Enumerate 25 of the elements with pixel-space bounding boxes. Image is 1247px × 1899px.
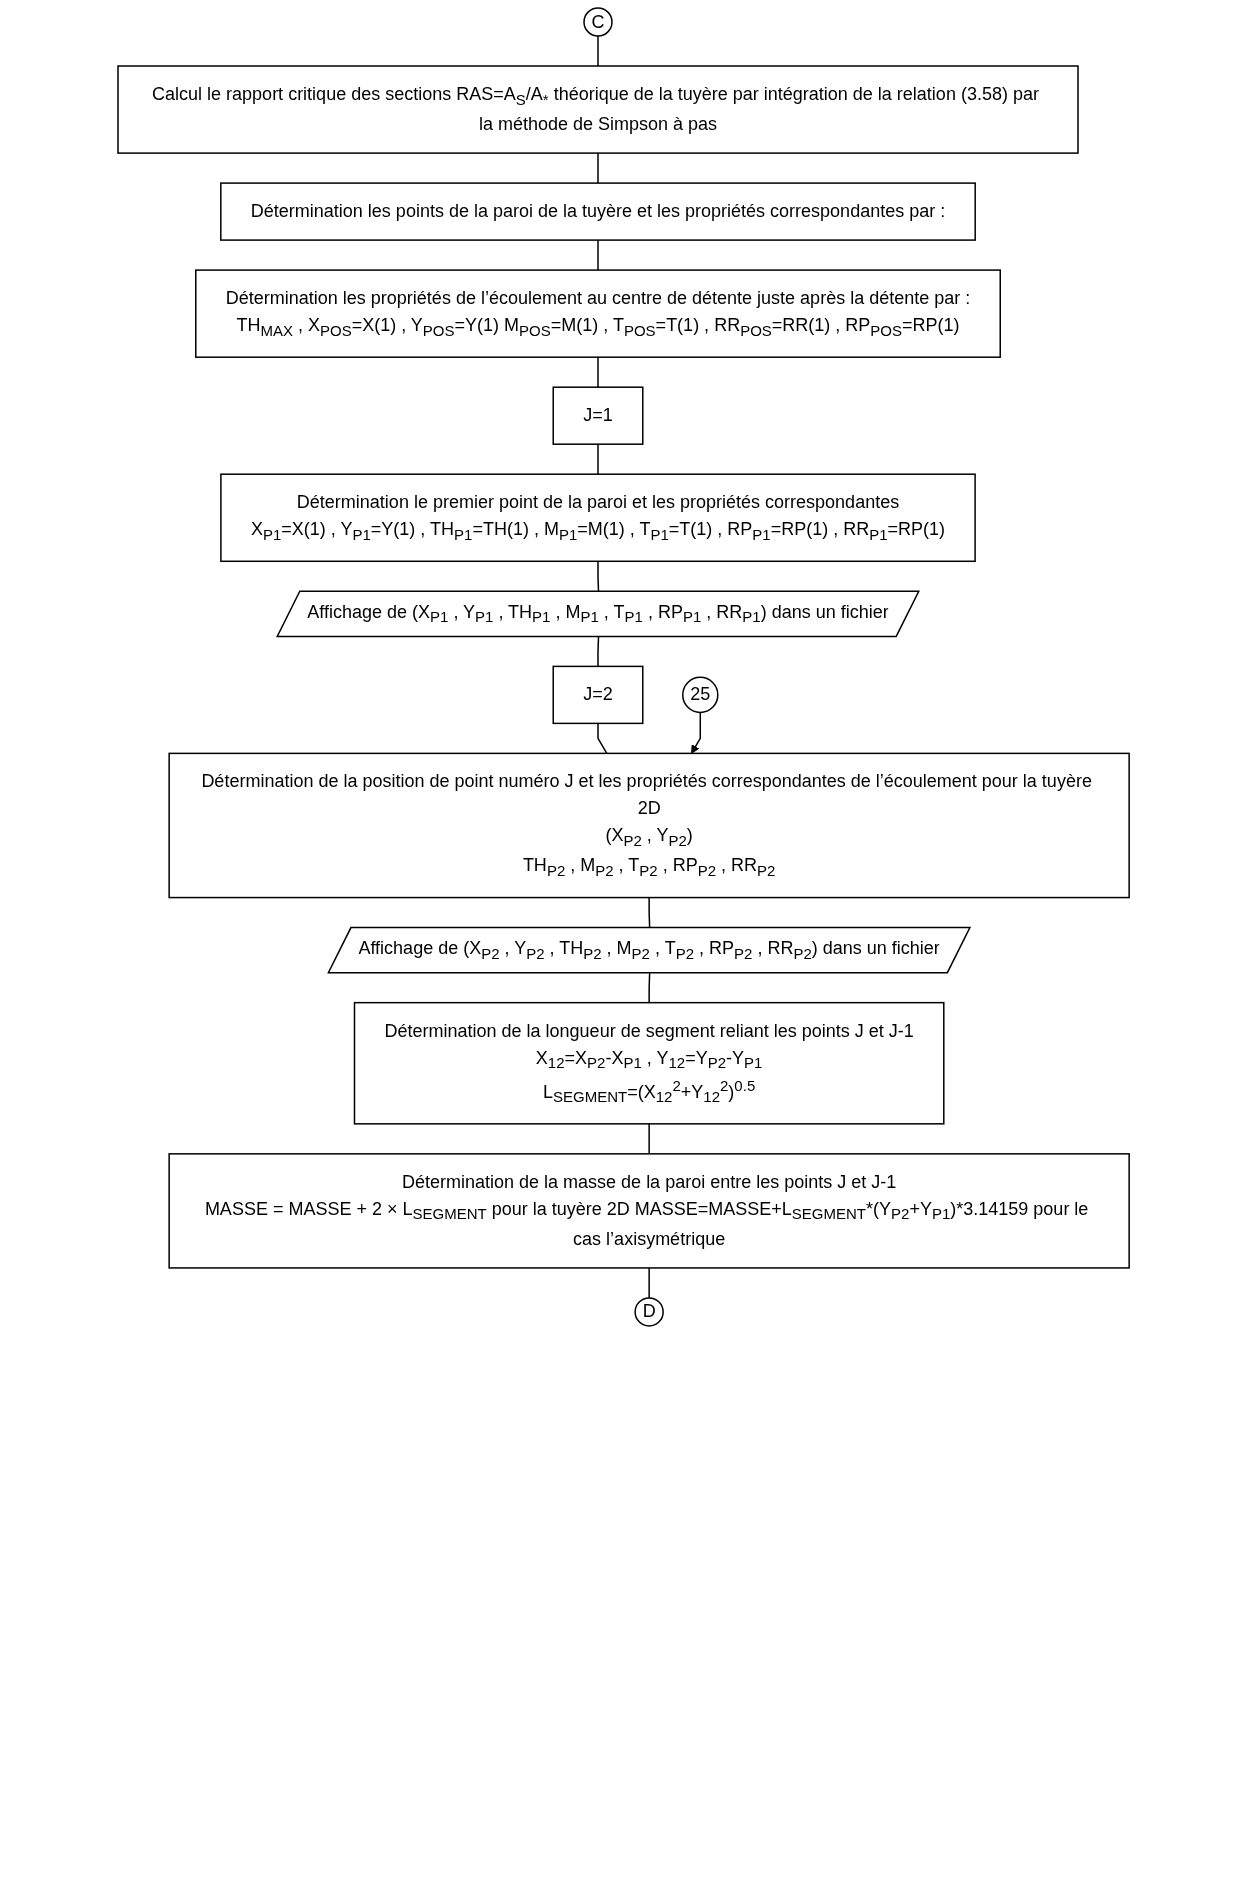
connector — [597, 239, 599, 271]
node-box: Détermination les points de la paroi de la tuyère et les propriétés correspondantes par : — [220, 182, 976, 241]
node-box: Détermination le premier point de la paroi et les propriétés correspondantes X$_{P1}$=X(1) , Y$_{P1}$=Y(1) , TH$_{P1}$=TH(1) , M$_{P1}$=M(1) , T$_{P1}$=T(1) , RP$_{P1}$=RP(1) , RR$_{P1}$=RP(1) — [220, 473, 976, 563]
node-box: Détermination les propriétés de l’écoulement au centre de détente juste après la détente par : TH$_{MAX}$ , X$_{POS}$=X(1) , Y$_{POS}$=Y(1) M$_{POS}$=M(1) , T$_{POS}$=T(1) , RR$_{POS}$=RR(1) , RP$_{POS}$=RP(1) — [194, 269, 1001, 358]
connector — [597, 35, 599, 67]
node-box: J=1 — [552, 386, 644, 445]
node-box: Détermination de la position de point numéro J et les propriétés correspondantes de l’écoulement pour la tuyère 2D (X$_{P2}$ , Y$_{P2}$) TH$_{P2}$ , M$_{P2}$ , T$_{P2}$ , RP$_{P2}$ , RR$_{P2}$ — [168, 752, 1130, 899]
node-circle: 25 — [681, 676, 719, 714]
node-box: Calcul le rapport critique des sections RAS=A$_{S}$/A$_{*}$ théorique de la tuyère par intégration de la relation (3.58) par la méthode de Simpson à pas — [117, 65, 1079, 154]
connector — [597, 443, 599, 475]
node-box: J=2 — [552, 665, 644, 725]
node-box: Détermination de la longueur de segment reliant les points J et J-1 X$_{12}$=X$_{P2}$-X$_{P1}$ , Y$_{12}$=Y$_{P2}$-Y$_{P1}$ L$_{SEGMENT}$=(X$_{12}$$^{2}$+Y$_{12}$$^{2}$)$^{0.5}$ — [353, 1001, 945, 1125]
connector — [597, 722, 608, 755]
connector — [597, 356, 599, 388]
connector — [648, 972, 651, 1004]
arrow — [691, 711, 701, 754]
node-circle: D — [634, 1297, 664, 1327]
connector — [648, 1267, 650, 1299]
node-box: Détermination de la masse de la paroi entre les points J et J-1 MASSE = MASSE + 2 × L$_{SEGMENT}$ pour la tuyère 2D MASSE=MASSE+L$_{SEGMENT}$*(Y$_{P2}$+Y$_{P1}$)*3.14159 pour le cas l’axisymétrique — [168, 1153, 1130, 1269]
connector — [597, 152, 599, 184]
connector — [597, 636, 600, 668]
node-box: Affichage de (X$_{P1}$ , Y$_{P1}$ , TH$_{P1}$ , M$_{P1}$ , T$_{P1}$ , RP$_{P1}$ , RR$_{P1}$) dans un fichier — [275, 590, 920, 638]
node-box: Affichage de (X$_{P2}$ , Y$_{P2}$ , TH$_{P2}$ , M$_{P2}$ , T$_{P2}$ , RP$_{P2}$ , RR$_{P2}$) dans un fichier — [327, 926, 972, 974]
connector — [648, 1123, 650, 1155]
node-circle: C — [583, 7, 613, 37]
